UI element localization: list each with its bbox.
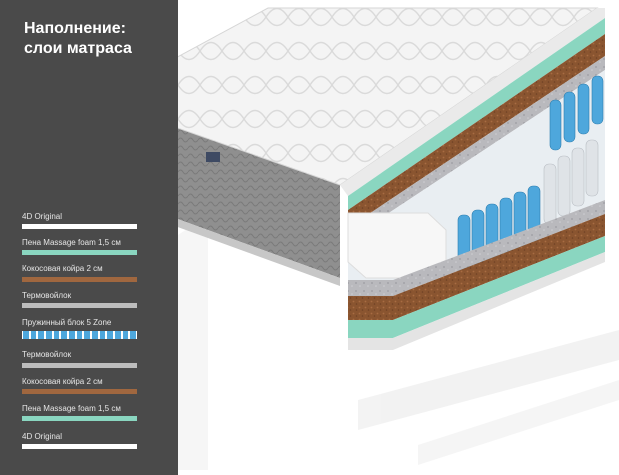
mattress-side: [178, 128, 340, 278]
page-title: Наполнение: слои матраса: [24, 20, 132, 57]
layer-label-1: 4D Original: [22, 212, 63, 221]
layer-swatch-1: [22, 224, 137, 229]
mattress-illustration: [178, 7, 619, 470]
brand-tag: [206, 152, 220, 162]
mattress-cross-section: [340, 8, 605, 350]
layer-swatch-2: [22, 250, 137, 255]
layer-label-7: Кокосовая койра 2 см: [22, 377, 103, 386]
layer-label-8: Пена Massage foam 1,5 см: [22, 404, 121, 413]
layer-swatch-3: [22, 277, 137, 282]
layer-swatch-5: [22, 331, 137, 339]
layer-label-5: Пружинный блок 5 Zone: [22, 318, 112, 327]
layer-swatch-4: [22, 303, 137, 308]
layer-swatch-9: [22, 444, 137, 449]
layer-swatch-8: [22, 416, 137, 421]
layer-label-9: 4D Original: [22, 432, 63, 441]
legend-panel: Наполнение: слои матраса 4D Original Пен…: [0, 0, 178, 475]
layer-label-2: Пена Massage foam 1,5 см: [22, 238, 121, 247]
layer-label-3: Кокосовая койра 2 см: [22, 264, 103, 273]
layer-swatch-6: [22, 363, 137, 368]
layer-swatch-7: [22, 389, 137, 394]
layer-label-6: Термовойлок: [22, 350, 72, 359]
layer-label-4: Термовойлок: [22, 291, 72, 300]
background-layers: [178, 215, 619, 470]
